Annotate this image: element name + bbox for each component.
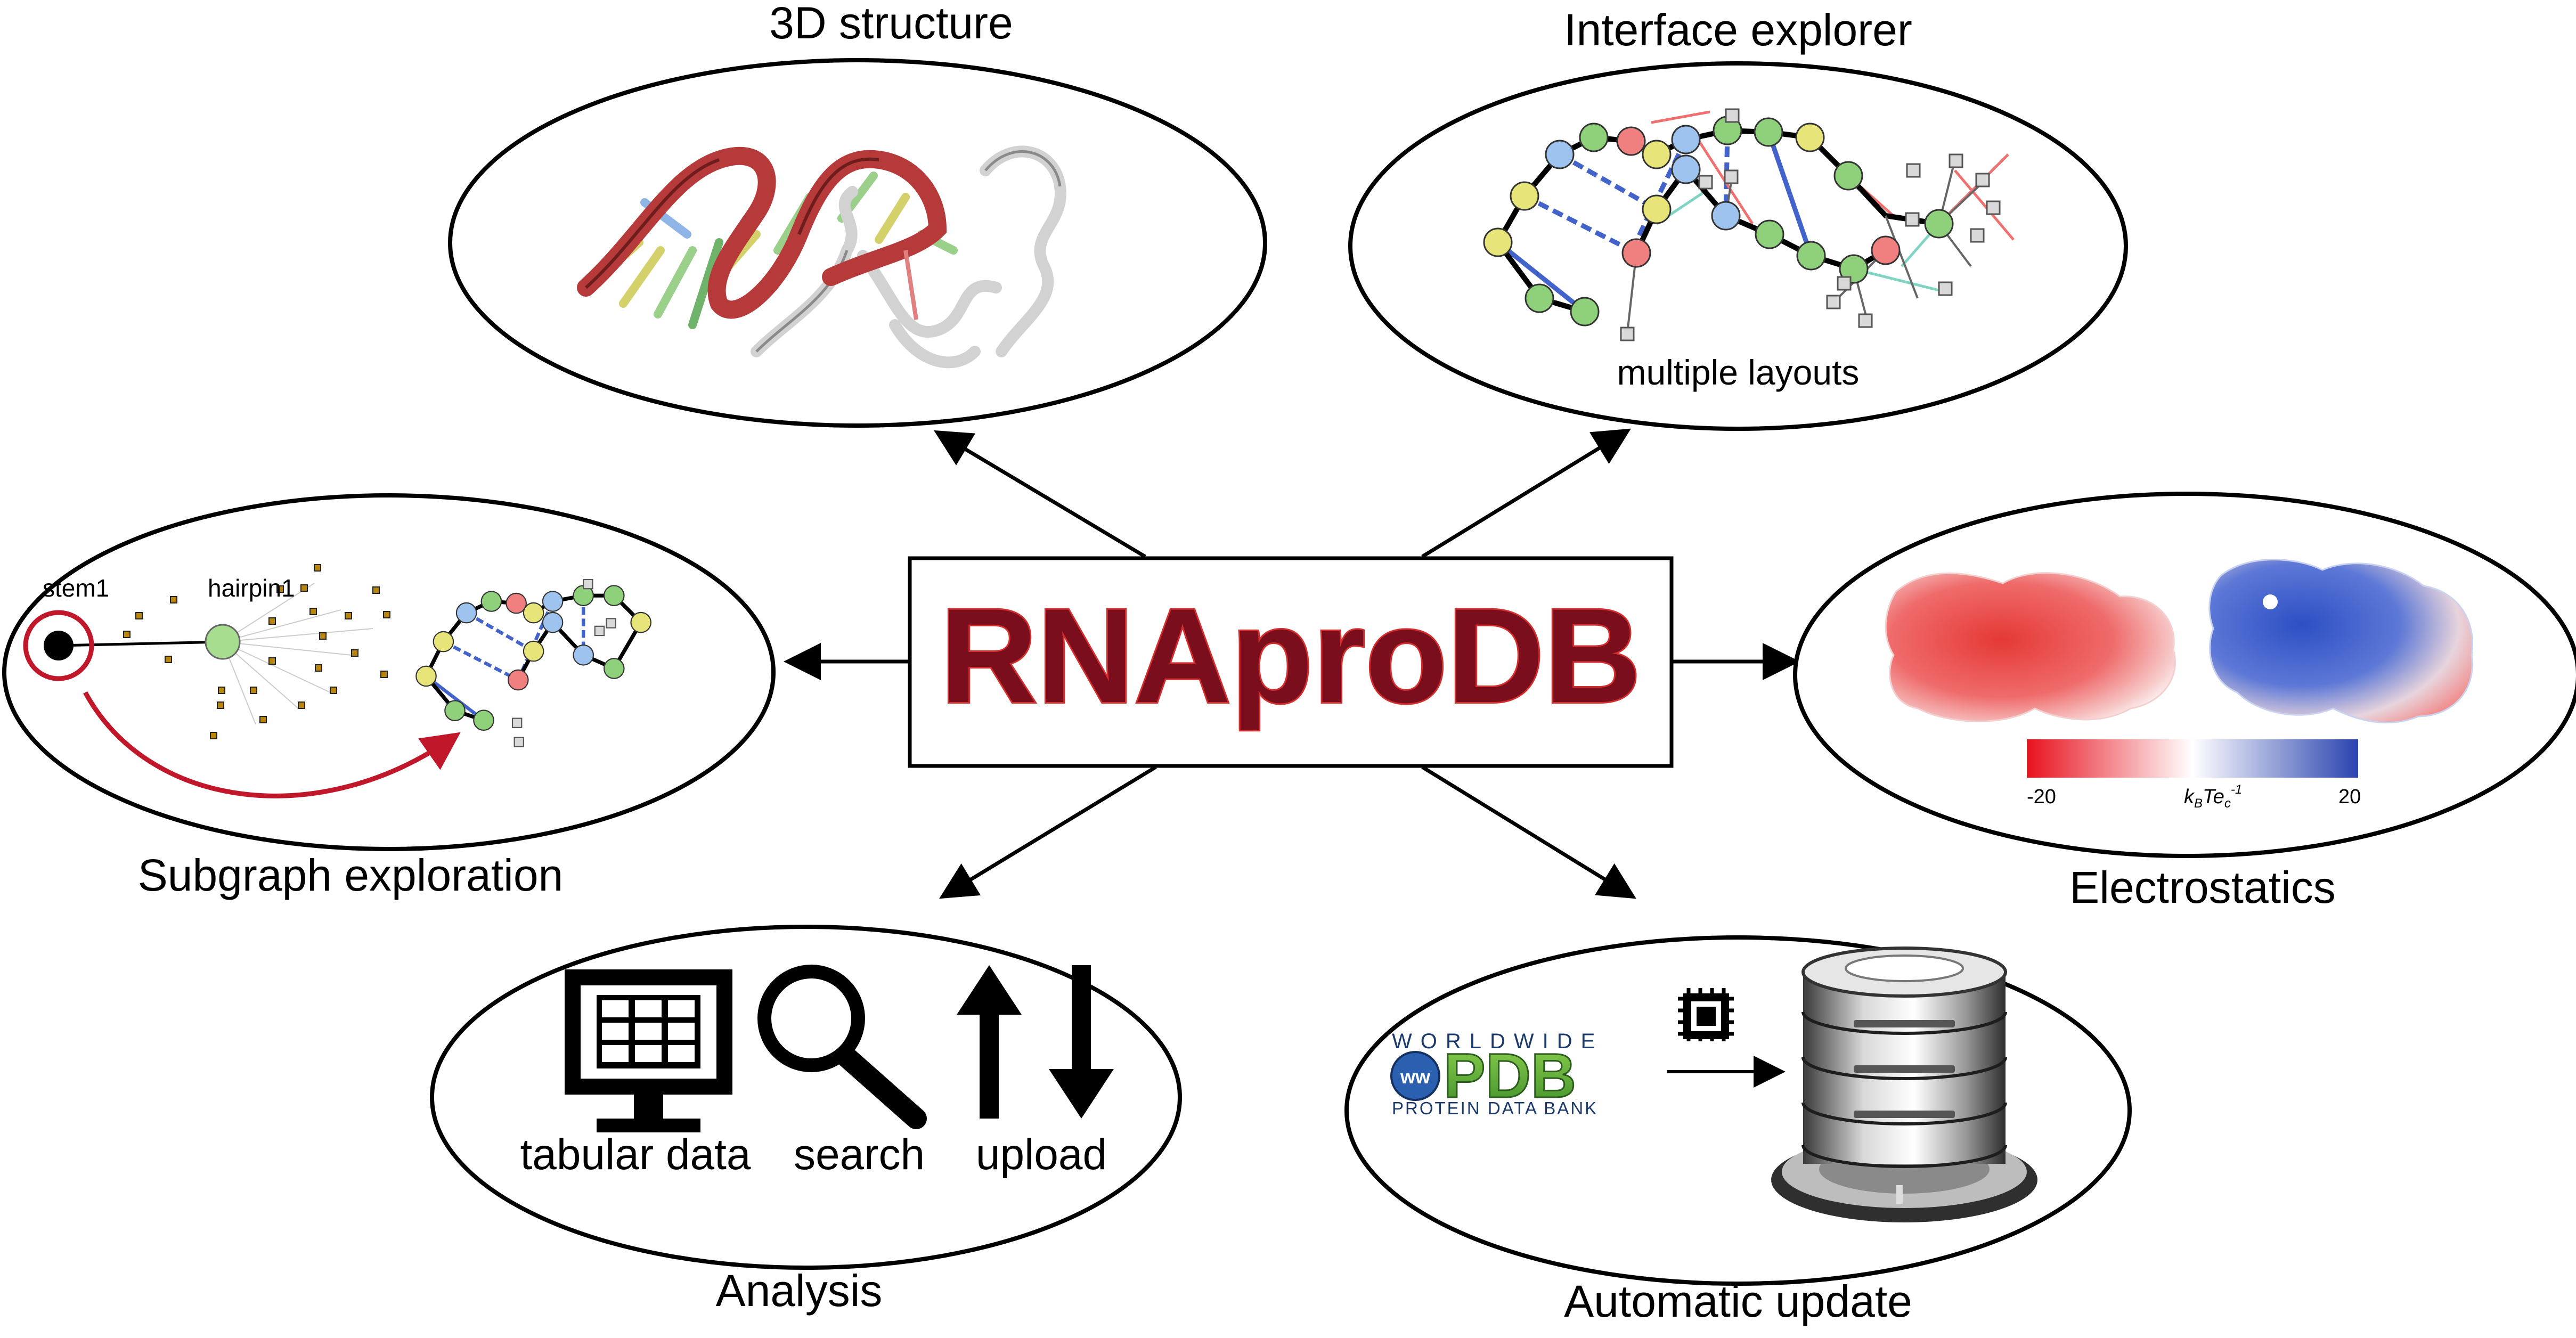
magnifier-icon: [757, 965, 927, 1129]
server-stack-icon: [1771, 947, 2037, 1222]
arrow-to-interface: [1421, 428, 1631, 558]
center-title: RNAproDB: [940, 581, 1641, 731]
label-subgraph-exploration: Subgraph exploration: [138, 850, 564, 900]
caption-search: search: [794, 1130, 925, 1179]
upload-arrows-icon: [957, 965, 1114, 1119]
color-scale-bar: [2027, 739, 2358, 778]
node-label-stem1: stem1: [43, 574, 109, 602]
label-automatic-update: Automatic update: [1564, 1276, 1912, 1326]
label-electrostatics: Electrostatics: [2069, 862, 2336, 912]
node-label-hairpin1: hairpin1: [208, 574, 295, 602]
center-title-box: RNAproDB: [908, 556, 1674, 768]
panel-electrostatics: -20 kBTec-1 20 Electrostatics: [1793, 492, 2576, 912]
label-analysis: Analysis: [716, 1266, 883, 1316]
negative-surface: [1885, 572, 2176, 722]
panel-3d-structure: 3D structure: [448, 0, 1267, 428]
caption-tabular-data: tabular data: [520, 1130, 751, 1179]
pdb-worldwide-text: WORLDWIDE: [1392, 1030, 1603, 1053]
scale-max-label: 20: [2338, 786, 2361, 808]
connector-arrows: [784, 428, 1800, 899]
panel-automatic-update: WORLDWIDE ww PDB PROTEIN DATA BANK: [1344, 935, 2132, 1326]
panel-analysis: tabular data search upload Analysis: [430, 925, 1182, 1316]
arrow-to-analysis: [939, 765, 1157, 899]
caption-multiple-layouts: multiple layouts: [1617, 353, 1860, 392]
pdb-globe: [1390, 1051, 1440, 1101]
monitor-table-icon: [565, 969, 732, 1132]
caption-upload: upload: [976, 1130, 1107, 1179]
panel-interface-explorer: Interface explorer: [1348, 5, 2128, 431]
pdb-subtitle-text: PROTEIN DATA BANK: [1392, 1098, 1598, 1118]
interface-graph: [1483, 108, 2015, 341]
pdb-logo: WORLDWIDE ww PDB PROTEIN DATA BANK: [1390, 1030, 1603, 1118]
pdb-globe-text: ww: [1400, 1066, 1431, 1088]
label-3d-structure: 3D structure: [769, 0, 1013, 48]
scale-unit-label: kBTec-1: [2184, 782, 2242, 811]
panel-subgraph-exploration: stem1 hairpin1: [2, 493, 776, 900]
pdb-main-text: PDB: [1444, 1041, 1576, 1111]
arrow-to-structure: [933, 430, 1146, 559]
electrostatic-surfaces: -20 kBTec-1 20: [1885, 559, 2473, 811]
label-interface-explorer: Interface explorer: [1564, 5, 1912, 55]
zoom-arrow: [83, 691, 461, 798]
scale-min-label: -20: [2027, 786, 2056, 808]
chip-icon: [1678, 988, 1734, 1041]
subgraph-layout: stem1 hairpin1: [23, 564, 651, 798]
arrow-to-update: [1421, 765, 1636, 899]
rna-protein-3d-image: [577, 145, 1066, 369]
